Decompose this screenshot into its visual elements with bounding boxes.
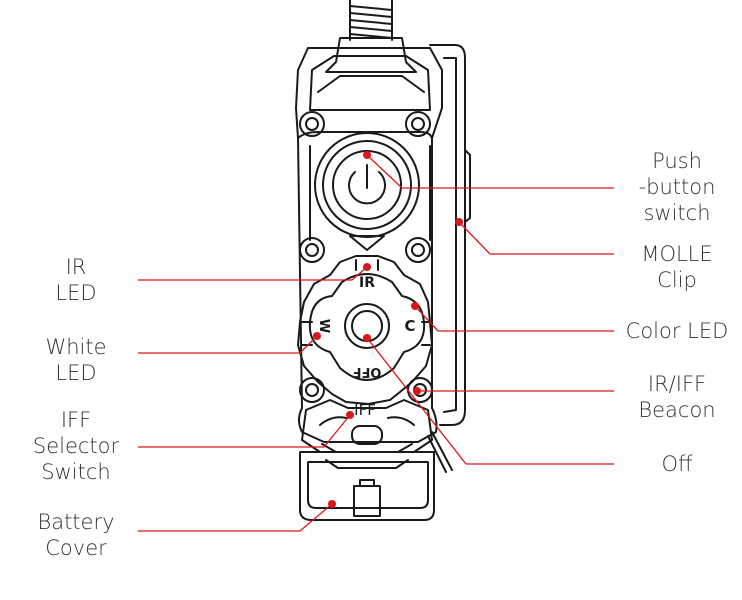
label-battery-cover: Battery Cover [37,510,115,560]
callout-push-button [366,154,614,189]
callout-molle-clip [458,221,614,255]
push-button-switch [314,132,420,251]
callout-lines [138,154,614,532]
screw-mid-right [405,237,431,263]
label-push-button-switch: Push -button switch [638,149,716,225]
screw-top-right [405,111,431,137]
dot-ir-iff-beacon [413,387,421,395]
dot-ir-led [363,263,371,271]
marking-ir: IR [359,275,375,291]
cable [349,0,393,41]
dot-battery-cover [328,500,336,508]
label-white-led: White LED [45,335,107,385]
molle-clip-body [429,44,466,426]
label-off: Off [661,452,693,476]
dot-white-led [313,332,321,340]
housing [295,47,443,443]
screw-low-left [299,377,325,403]
marking-color: C [404,317,415,335]
screw-top-left [299,111,325,137]
label-ir-iff-beacon: IR/IFF Beacon [638,372,716,422]
dot-push-button [363,151,371,159]
iff-selector-switch [301,399,453,473]
dot-color-led [411,302,419,310]
battery-cover [299,451,435,521]
label-molle-clip: MOLLE Clip [641,242,713,292]
marking-off: OFF [353,364,382,379]
callout-white-led [138,335,318,354]
marking-iff: IFF [354,401,376,419]
callout-off [366,337,614,465]
marking-white: W [316,319,331,333]
dot-molle-clip [455,218,463,226]
callout-dots [313,151,463,508]
dot-iff-selector [346,411,354,419]
callout-ir-led [138,266,368,281]
cable-boot [325,37,417,73]
label-iff-selector-switch: IFF Selector Switch [32,408,120,484]
label-ir-led: IR LED [55,255,97,305]
screw-mid-left [299,237,325,263]
callout-color-led [414,305,614,332]
callout-iff-selector [138,414,351,448]
callout-battery-cover [138,503,333,532]
dot-off [363,334,371,342]
label-color-led: Color LED [625,319,729,343]
